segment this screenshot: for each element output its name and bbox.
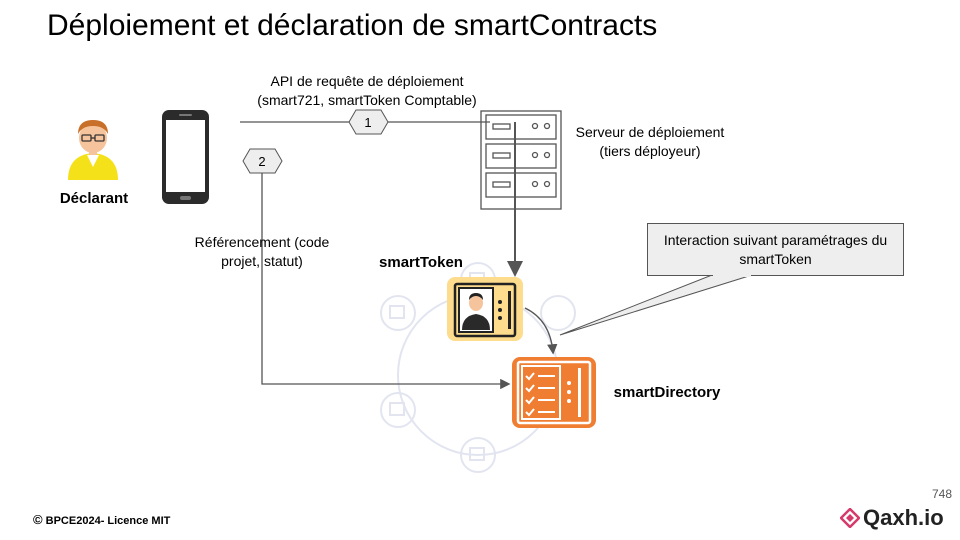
smartdirectory-icon [512, 357, 596, 428]
smartdirectory-label: smartDirectory [613, 384, 721, 401]
callout-line-2: smartToken [739, 251, 812, 267]
referencing-label: Référencement (code projet, statut) [182, 233, 342, 271]
server-label-line-1: Serveur de déploiement [575, 124, 725, 140]
referencing-label-line-1: Référencement (code [194, 234, 330, 250]
qaxh-logo: Qaxh.io [840, 505, 944, 531]
api-label-line-1: API de requête de déploiement [270, 73, 464, 89]
api-request-label: API de requête de déploiement (smart721,… [236, 72, 498, 110]
svg-text:2: 2 [258, 154, 265, 169]
callout-line-1: Interaction suivant paramétrages du [663, 232, 888, 248]
referencing-label-line-2: projet, statut) [221, 253, 303, 269]
brand-name: Qaxh.io [863, 505, 944, 530]
step-badge-1: 1 [348, 109, 389, 135]
license-text: BPCE2024- Licence MIT [45, 515, 171, 527]
license-notice: © BPCE2024- Licence MIT [33, 512, 170, 527]
page-number: 748 [931, 487, 952, 501]
slide-title: Déploiement et déclaration de smartContr… [47, 9, 658, 42]
copyright-icon: © [33, 512, 43, 527]
callout-pointer [559, 274, 753, 336]
declarant-label: Déclarant [59, 190, 129, 207]
smarttoken-icon [447, 277, 523, 341]
interaction-callout: Interaction suivant paramétrages du smar… [647, 223, 904, 276]
api-label-line-2: (smart721, smartToken Comptable) [257, 92, 477, 108]
smarttoken-label: smartToken [379, 254, 463, 271]
step-badge-2: 2 [242, 148, 283, 174]
callout-pointer-join [713, 274, 751, 277]
qaxh-logo-icon [840, 508, 860, 528]
server-label-line-2: (tiers déployeur) [599, 143, 701, 159]
svg-text:1: 1 [364, 115, 371, 130]
server-label: Serveur de déploiement (tiers déployeur) [566, 123, 734, 161]
declarant-avatar-icon [68, 120, 118, 180]
smartphone-icon [162, 110, 209, 204]
deployment-server-icon [480, 110, 562, 210]
